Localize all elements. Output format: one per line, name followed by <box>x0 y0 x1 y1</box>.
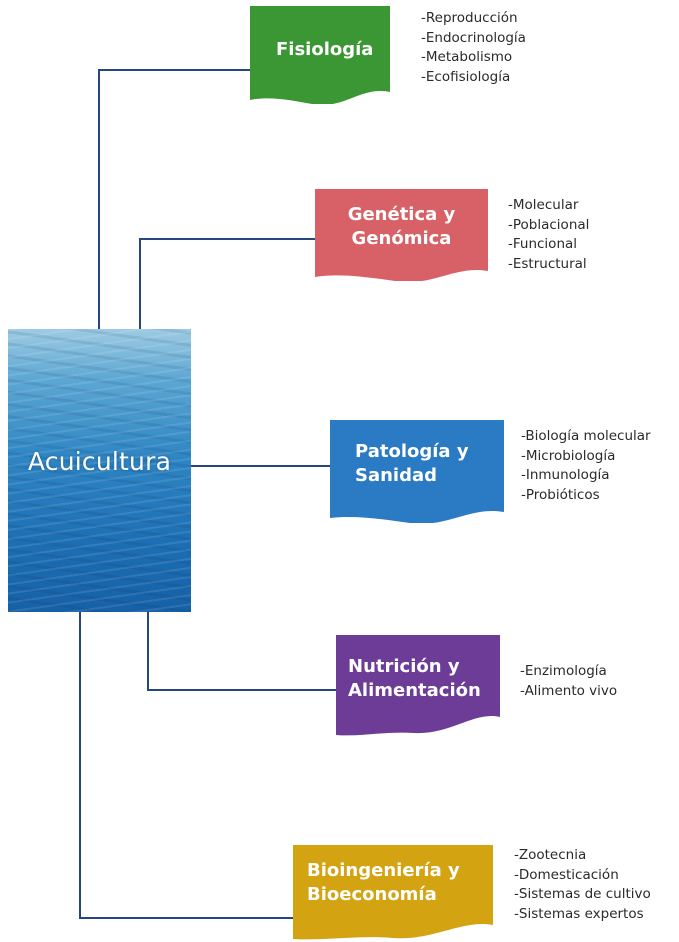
card-genetica-title-line-2: Genómica <box>351 228 452 249</box>
list-item: -Domesticación <box>514 866 619 883</box>
list-item: -Alimento vivo <box>520 682 618 699</box>
card-nutricion-shape <box>336 635 500 736</box>
card-bioingenieria-title: Bioingeniería y Bioeconomía <box>293 859 507 907</box>
card-genetica-title: Genética y Genómica <box>315 203 488 251</box>
card-nutricion: Nutrición y Alimentación <box>336 635 500 737</box>
card-genetica-shape <box>315 189 488 281</box>
list-item: -Endocrinología <box>421 29 526 46</box>
card-genetica-title-line-1: Genética y <box>347 204 456 225</box>
list-item: -Enzimología <box>520 663 607 679</box>
list-patologia: -Biología molecular -Microbiología -Inmu… <box>521 427 651 505</box>
card-bioingenieria-title-line-1: Bioingeniería y <box>307 860 460 881</box>
list-item: -Sistemas expertos <box>514 905 644 922</box>
connector-bioingenieria <box>79 612 293 919</box>
card-fisiologia-shape <box>250 6 390 104</box>
list-item: -Inmunología <box>521 467 610 483</box>
card-patologia-title-line-1: Patología y <box>355 441 469 462</box>
list-item: -Biología molecular <box>521 428 651 444</box>
list-item: -Microbiología <box>521 447 616 464</box>
acuicultura-ocean-panel: Acuicultura <box>8 329 191 612</box>
list-bioingenieria: -Zootecnia -Domesticación -Sistemas de c… <box>514 846 651 924</box>
card-nutricion-title-line-1: Nutrición y <box>348 656 460 677</box>
card-bioingenieria-shape <box>293 845 493 940</box>
list-item: -Funcional <box>508 236 578 252</box>
list-fisiologia: -Reproducción -Endocrinología -Metabolis… <box>421 9 526 87</box>
card-nutricion-title: Nutrición y Alimentación <box>336 655 512 703</box>
card-fisiologia-title: Fisiología <box>250 38 416 62</box>
list-item: -Zootecnia <box>514 847 587 863</box>
card-patologia: Patología y Sanidad <box>330 420 504 523</box>
list-item: -Metabolismo <box>421 49 513 65</box>
list-item: -Estructural <box>508 255 587 272</box>
card-genetica: Genética y Genómica <box>315 189 488 281</box>
list-item: -Probióticos <box>521 486 600 503</box>
card-bioingenieria: Bioingeniería y Bioeconomía <box>293 845 493 940</box>
list-item: -Sistemas de cultivo <box>514 886 651 902</box>
list-item: -Ecofisiología <box>421 68 511 85</box>
connector-fisiologia <box>98 69 250 329</box>
card-fisiologia: Fisiología <box>250 6 390 104</box>
list-genetica: -Molecular -Poblacional -Funcional -Estr… <box>508 196 589 274</box>
connector-nutricion <box>147 612 336 691</box>
card-bioingenieria-title-line-2: Bioeconomía <box>307 884 437 905</box>
acuicultura-title: Acuicultura <box>27 447 172 476</box>
list-item: -Poblacional <box>508 216 590 233</box>
card-patologia-title: Patología y Sanidad <box>330 440 529 488</box>
list-item: -Molecular <box>508 197 579 213</box>
connector-genetica <box>139 238 315 329</box>
card-fisiologia-title-line-1: Fisiología <box>276 39 374 60</box>
card-patologia-shape <box>330 420 504 523</box>
card-patologia-title-line-2: Sanidad <box>355 465 438 486</box>
list-nutricion: -Enzimología -Alimento vivo <box>520 662 617 701</box>
list-item: -Reproducción <box>421 10 518 26</box>
card-nutricion-title-line-2: Alimentación <box>348 680 481 701</box>
